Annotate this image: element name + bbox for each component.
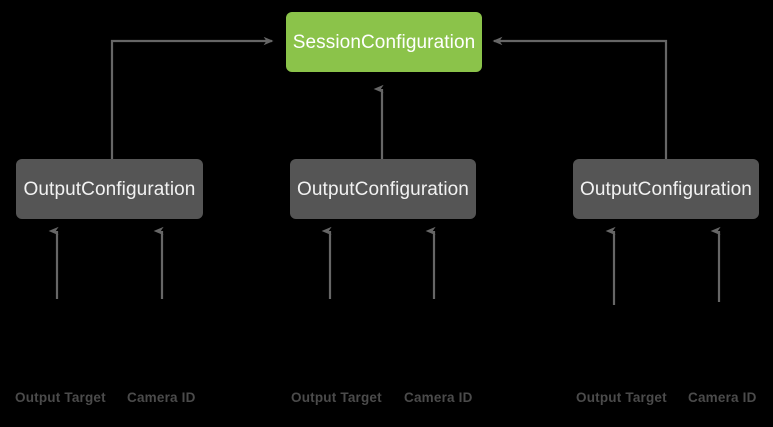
leaf-label-camera-id-1: Camera ID [127, 390, 196, 405]
connector-output3-to-session [492, 36, 668, 159]
leaf-label-camera-id-2: Camera ID [404, 390, 473, 405]
node-output-configuration-1-label: OutputConfiguration [23, 178, 196, 200]
leaf-label-camera-id-3: Camera ID [688, 390, 757, 405]
node-output-configuration-3-label: OutputConfiguration [580, 178, 752, 200]
node-output-configuration-2[interactable]: OutputConfiguration [290, 159, 476, 219]
node-output-configuration-1[interactable]: OutputConfiguration [16, 159, 203, 219]
connector-output1-to-session [110, 36, 274, 159]
node-session-configuration[interactable]: SessionConfiguration [286, 12, 482, 72]
node-output-configuration-2-label: OutputConfiguration [297, 178, 469, 200]
leaf-label-output-target-1: Output Target [15, 390, 106, 405]
leaf-label-output-target-2: Output Target [291, 390, 382, 405]
leaf-label-output-target-3: Output Target [576, 390, 667, 405]
node-session-configuration-label: SessionConfiguration [292, 31, 476, 53]
node-output-configuration-3[interactable]: OutputConfiguration [573, 159, 759, 219]
